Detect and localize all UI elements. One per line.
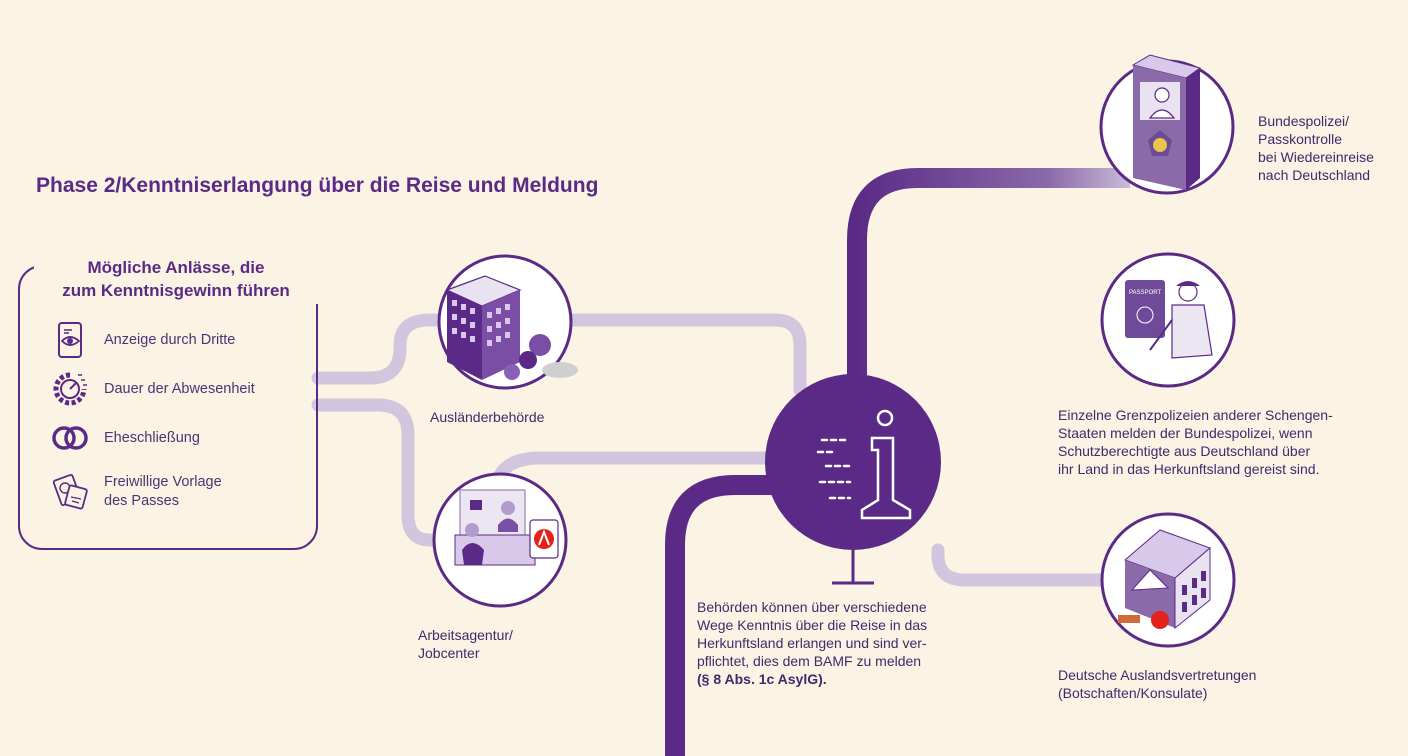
reason-label: Eheschließung	[104, 429, 200, 446]
center-caption-line: Behörden können über verschiedene	[697, 599, 927, 615]
phone-eye-icon	[50, 320, 90, 360]
connector-reasons-to-auslaenderbehoerde	[311, 313, 445, 385]
node-bundespolizei	[1099, 54, 1235, 195]
svg-text:PASSPORT: PASSPORT	[1129, 290, 1161, 296]
label-bundespolizei-line: nach Deutschland	[1258, 167, 1371, 183]
label-arbeitsagentur-line1: Arbeitsagentur/	[418, 627, 513, 643]
label-bundespolizei: Bundespolizei/ Passkontrolle bei Wiedere…	[1258, 112, 1374, 184]
label-grenzpolizeien: Einzelne Grenzpolizeien anderer Schengen…	[1058, 406, 1333, 478]
border-officer-icon: PASSPORT	[1125, 280, 1213, 359]
center-node	[765, 374, 941, 585]
reasons-box-heading: Mögliche Anlässe, die zum Kenntnisgewinn…	[34, 254, 318, 304]
agency-office-icon	[454, 489, 559, 566]
office-building-icon	[445, 275, 578, 380]
label-bundespolizei-line: Passkontrolle	[1258, 131, 1343, 147]
label-auslaenderbehoerde: Ausländerbehörde	[430, 409, 545, 425]
label-grenzpolizeien-line: Staaten melden der Bundespolizei, wenn	[1058, 425, 1313, 441]
label-grenzpolizeien-line: ihr Land in das Herkunftsland gereist si…	[1058, 461, 1320, 477]
label-grenzpolizeien-line: Schutzberechtigte aus Deutschland über	[1058, 443, 1311, 459]
reason-item-vorlage: Freiwillige Vorlage des Passes	[50, 472, 222, 512]
reason-item-anzeige: Anzeige durch Dritte	[50, 320, 235, 360]
connector-center-to-auslandsvertretungen	[931, 543, 1117, 587]
label-auslandsvertretungen-line1: Deutsche Auslandsvertretungen	[1058, 667, 1257, 683]
connector-lines	[311, 313, 1117, 587]
pipe-bottom	[665, 475, 790, 756]
node-auslandsvertretungen	[1100, 512, 1236, 648]
blue-connector	[1161, 14, 1194, 250]
center-caption-law: (§ 8 Abs. 1c AsylG).	[697, 671, 827, 687]
reason-label: Anzeige durch Dritte	[104, 331, 236, 348]
center-caption-line: Wege Kenntnis über die Reise in das	[697, 617, 928, 633]
page-title: Phase 2/Kenntniserlangung über die Reise…	[36, 174, 599, 197]
reason-label-line2: des Passes	[104, 493, 179, 509]
center-caption: Behörden können über verschiedene Wege K…	[697, 598, 927, 688]
reasons-heading-line1: Mögliche Anlässe, die	[87, 258, 265, 277]
reason-label: Dauer der Abwesenheit	[104, 380, 255, 397]
reasons-heading-line2: zum Kenntnisgewinn führen	[62, 281, 290, 300]
label-bundespolizei-line: Bundespolizei/	[1258, 113, 1350, 129]
rings-icon	[50, 418, 90, 458]
connector-arbeitsagentur-to-center	[493, 451, 787, 482]
node-arbeitsagentur	[432, 472, 568, 608]
reason-item-eheschliessung: Eheschließung	[50, 418, 200, 458]
reason-item-dauer: Dauer der Abwesenheit	[50, 369, 255, 409]
reason-label-line1: Freiwillige Vorlage	[104, 474, 222, 490]
label-grenzpolizeien-line: Einzelne Grenzpolizeien anderer Schengen…	[1058, 407, 1333, 423]
label-auslandsvertretungen-line2: (Botschaften/Konsulate)	[1058, 685, 1208, 701]
label-arbeitsagentur: Arbeitsagentur/ Jobcenter	[418, 626, 513, 662]
label-bundespolizei-line: bei Wiedereinreise	[1258, 149, 1374, 165]
node-grenzpolizeien: PASSPORT	[1100, 252, 1236, 388]
gear-timer-icon	[50, 369, 90, 409]
embassy-building-icon	[1118, 529, 1211, 630]
label-arbeitsagentur-line2: Jobcenter	[418, 645, 480, 661]
connector-auslaenderbehoerde-to-center	[563, 313, 807, 397]
border-booth-icon	[1131, 54, 1202, 190]
node-auslaenderbehoerde	[437, 254, 578, 390]
passport-icon	[50, 472, 90, 512]
center-caption-line: pflichtet, dies dem BAMF zu melden	[697, 653, 922, 669]
info-icon	[816, 409, 912, 520]
pipe-top	[847, 168, 1130, 375]
reason-label: Freiwillige Vorlage des Passes	[104, 473, 222, 511]
connector-reasons-to-arbeitsagentur	[311, 398, 447, 547]
center-caption-line: Herkunftsland erlangen und sind ver-	[697, 635, 927, 651]
label-auslandsvertretungen: Deutsche Auslandsvertretungen (Botschaft…	[1058, 666, 1256, 702]
